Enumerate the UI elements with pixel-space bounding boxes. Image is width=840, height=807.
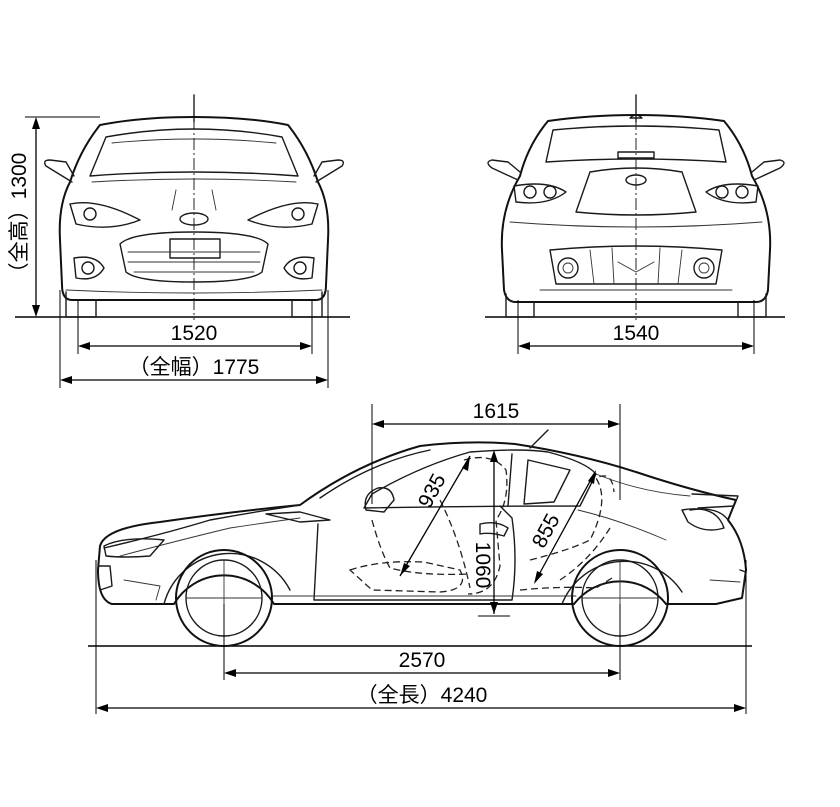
rear-track-label: 1540 bbox=[613, 322, 660, 345]
overall-width-label: （全幅）1775 bbox=[129, 356, 260, 379]
overall-length-label: （全長）4240 bbox=[357, 684, 488, 707]
interior-length-label: 1615 bbox=[473, 400, 520, 423]
rear-view: 1540 bbox=[485, 94, 785, 354]
side-view: 935 1060 855 1615 2570 （全長）424 bbox=[88, 400, 752, 714]
rear-headroom-label: 855 bbox=[528, 510, 565, 552]
front-view: （全高）1300 1520 （全幅）1775 bbox=[8, 94, 350, 388]
interior-height-label: 1060 bbox=[471, 542, 494, 589]
wheelbase-label: 2570 bbox=[399, 649, 446, 672]
overall-height-label: （全高）1300 bbox=[8, 153, 31, 284]
front-track-label: 1520 bbox=[171, 322, 218, 345]
front-headroom-label: 935 bbox=[414, 470, 451, 512]
